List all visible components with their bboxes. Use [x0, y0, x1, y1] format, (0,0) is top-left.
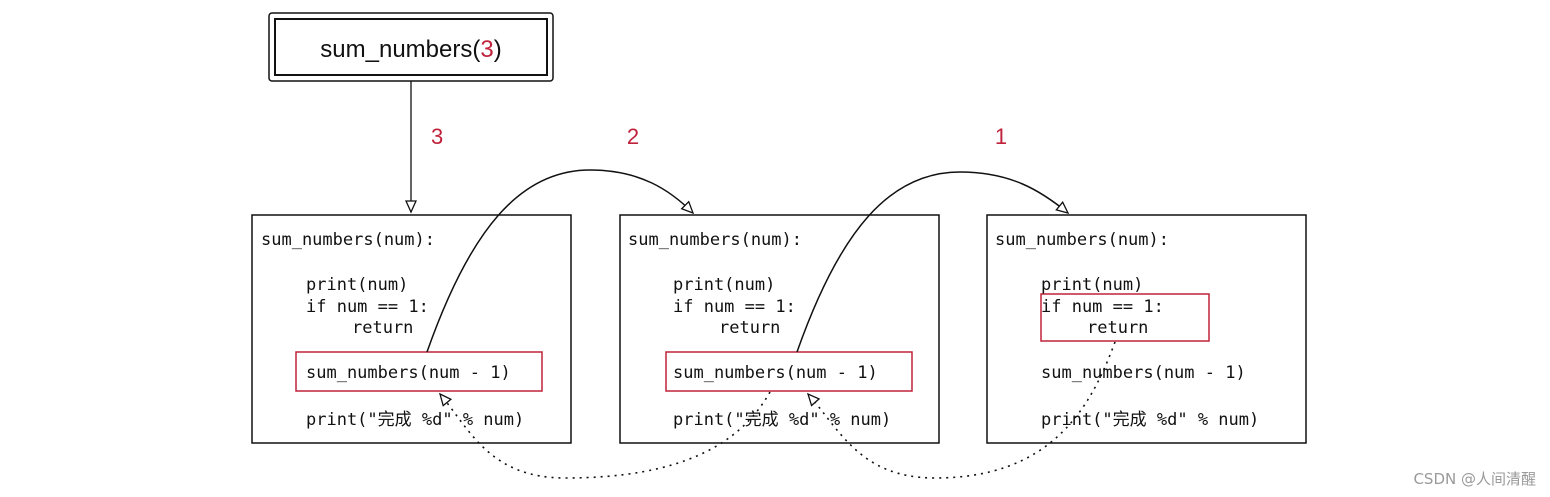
- code-line: sum_numbers(num):: [628, 230, 802, 250]
- highlight-recursive-call: [665, 351, 913, 392]
- code-line: if num == 1:: [306, 297, 429, 317]
- call-frame-2: sum_numbers(num): print(num) if num == 1…: [619, 214, 940, 444]
- watermark: CSDN @人间清醒: [1413, 470, 1536, 488]
- call-frame-3: sum_numbers(num): print(num) if num == 1…: [986, 214, 1307, 444]
- code-line: return: [719, 318, 780, 338]
- code-line: return: [352, 318, 413, 338]
- step-label-2: 2: [627, 124, 639, 149]
- code-line: print("完成 %d" % num): [306, 410, 524, 430]
- call-arc-1: [796, 171, 1070, 353]
- code-line: if num == 1:: [673, 297, 796, 317]
- entry-call-box: sum_numbers(3): [268, 12, 554, 82]
- code-line: return: [1087, 318, 1148, 338]
- code-line: print(num): [306, 275, 408, 295]
- step-label-3: 3: [431, 124, 443, 149]
- highlight-recursive-call: [295, 351, 543, 392]
- step-label-1: 1: [995, 124, 1007, 149]
- return-arc-2: [438, 391, 771, 479]
- code-line: sum_numbers(num - 1): [1041, 363, 1246, 383]
- call-frame-1: sum_numbers(num): print(num) if num == 1…: [251, 214, 572, 444]
- code-line: sum_numbers(num - 1): [673, 363, 878, 383]
- code-line: print(num): [1041, 275, 1143, 295]
- code-line: print("完成 %d" % num): [673, 410, 891, 430]
- code-line: print(num): [673, 275, 775, 295]
- code-line: if num == 1:: [1041, 297, 1164, 317]
- code-line: sum_numbers(num):: [995, 230, 1169, 250]
- code-line: sum_numbers(num):: [261, 230, 435, 250]
- code-line: sum_numbers(num - 1): [306, 363, 511, 383]
- highlight-base-case: [1040, 293, 1210, 342]
- entry-call-text: sum_numbers(3): [320, 36, 501, 63]
- code-line: print("完成 %d" % num): [1041, 410, 1259, 430]
- call-arc-2: [426, 169, 695, 353]
